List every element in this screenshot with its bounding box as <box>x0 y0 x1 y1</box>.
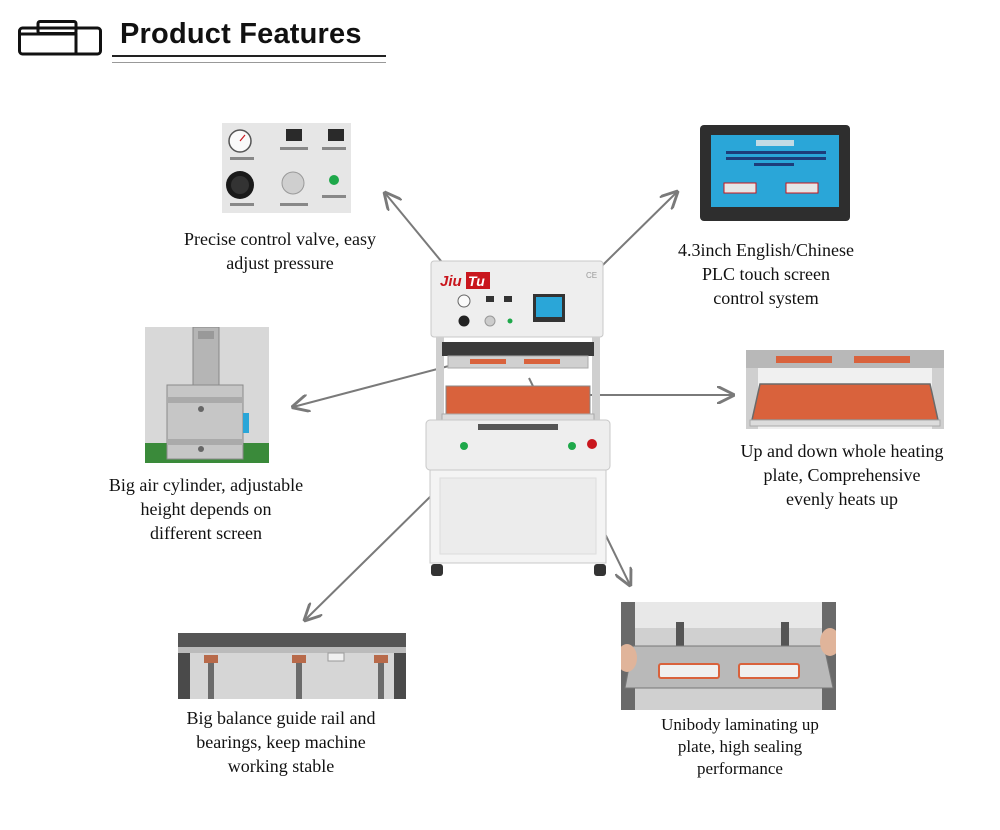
svg-text:Tu: Tu <box>468 273 485 289</box>
heating-plate-image <box>746 350 944 429</box>
header-logo-icon <box>18 20 102 56</box>
caption-guide-rail: Big balance guide rail and bearings, kee… <box>186 708 376 776</box>
page-title: Product Features <box>120 18 362 50</box>
air-cylinder-image <box>145 327 269 463</box>
brand-logo: Jiu <box>440 273 462 290</box>
title-underline-thin <box>112 62 386 63</box>
caption-heating-plate: Up and down whole heating plate, Compreh… <box>740 441 944 509</box>
control-valve-image <box>222 123 351 213</box>
guide-rail-image <box>178 633 406 699</box>
caption-control-valve: Precise control valve, easy adjust press… <box>184 229 376 273</box>
title-underline <box>112 55 386 57</box>
lamination-machine-image: Jiu Tu CE <box>425 260 611 576</box>
caption-touchscreen: 4.3inch English/Chinese PLC touch screen… <box>678 240 854 308</box>
ce-mark: CE <box>586 271 597 280</box>
touchscreen-image <box>686 117 854 232</box>
caption-laminating-plate: Unibody laminating up plate, high sealin… <box>661 715 819 778</box>
laminating-plate-image <box>621 602 836 710</box>
caption-air-cylinder: Big air cylinder, adjustable height depe… <box>108 475 304 543</box>
